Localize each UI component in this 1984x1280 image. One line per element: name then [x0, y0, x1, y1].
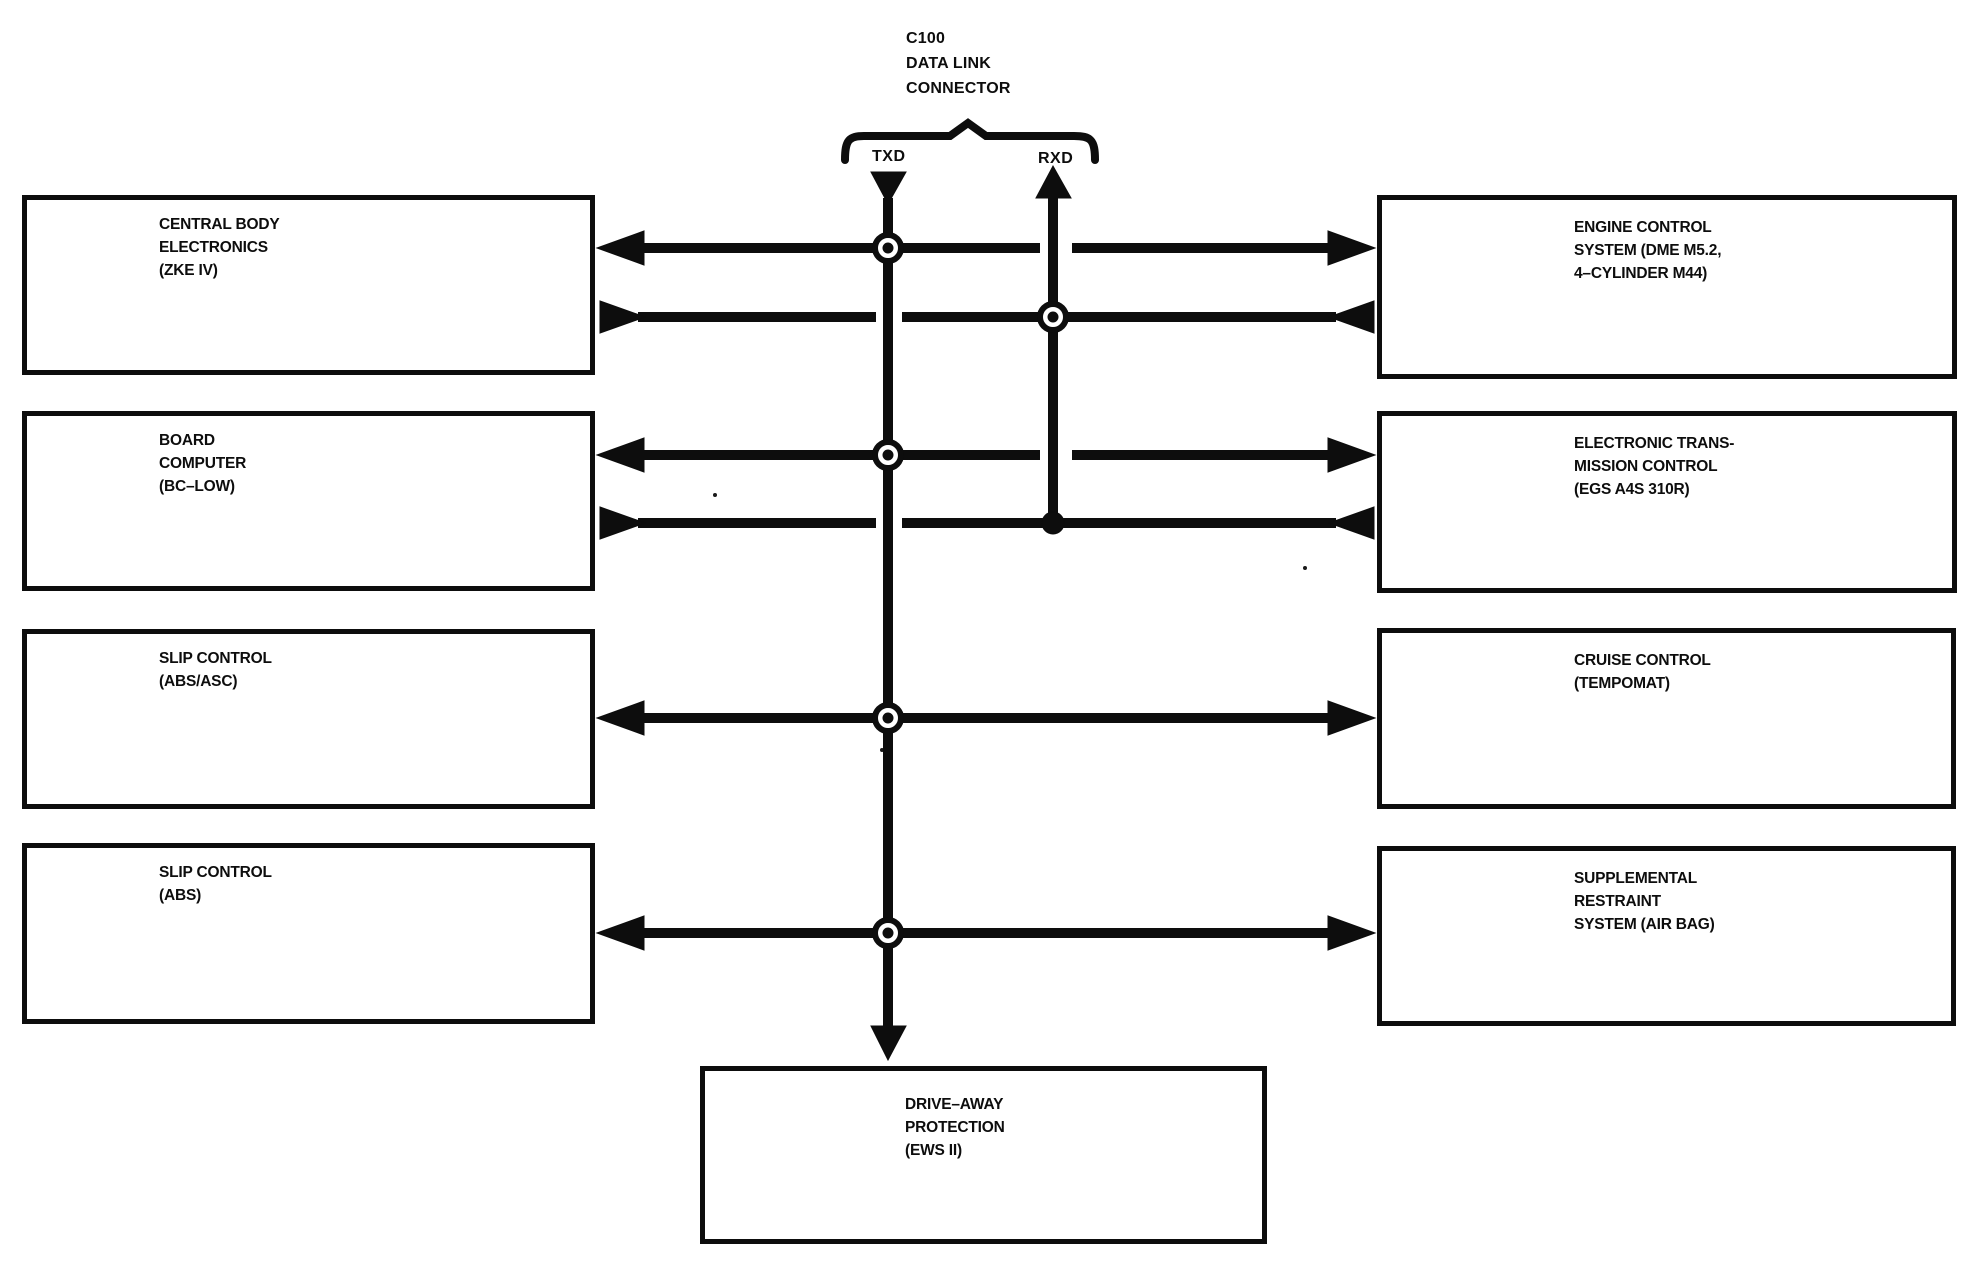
arrowhead-right [1327, 915, 1377, 951]
arrowhead-inward-left [1327, 506, 1375, 540]
arrowhead-right [1327, 437, 1377, 473]
scan-speck [880, 748, 884, 752]
rxd-terminal-dot [1041, 511, 1065, 535]
scan-speck [1303, 566, 1307, 570]
module-label: CRUISE CONTROL (TEMPOMAT) [1574, 652, 1711, 692]
connector-id: C100 [906, 30, 946, 47]
junction-ring-txd-row2a [872, 439, 904, 471]
module-label: ELECTRONIC TRANS- MISSION CONTROL (EGS A… [1574, 435, 1735, 498]
module-label: CENTRAL BODY ELECTRONICS (ZKE IV) [159, 216, 280, 279]
connector-name-line1: DATA LINK [906, 55, 992, 72]
module-box-cruise-control: CRUISE CONTROL (TEMPOMAT) [1377, 628, 1956, 809]
module-label: DRIVE–AWAY PROTECTION (EWS II) [905, 1096, 1005, 1159]
arrowhead-left [595, 437, 645, 473]
module-box-supplemental-restraint-system: SUPPLEMENTAL RESTRAINT SYSTEM (AIR BAG) [1377, 846, 1956, 1026]
module-box-engine-control-system: ENGINE CONTROL SYSTEM (DME M5.2, 4–CYLIN… [1377, 195, 1957, 379]
junction-ring-txd-row3 [872, 702, 904, 734]
module-label: ENGINE CONTROL SYSTEM (DME M5.2, 4–CYLIN… [1574, 219, 1722, 282]
txd-bottom-arrowhead-down [870, 1025, 907, 1062]
txd-top-arrowhead-down [870, 171, 907, 206]
module-box-board-computer: BOARD COMPUTER (BC–LOW) [22, 411, 595, 591]
module-box-drive-away-protection: DRIVE–AWAY PROTECTION (EWS II) [700, 1066, 1267, 1244]
arrowhead-right [1327, 700, 1377, 736]
arrowhead-right [1327, 230, 1377, 266]
arrowhead-inward-right [599, 506, 647, 540]
scan-speck [713, 493, 717, 497]
junction-ring-txd-row1a [872, 232, 904, 264]
arrowhead-left [595, 700, 645, 736]
module-box-slip-control-abs: SLIP CONTROL (ABS) [22, 843, 595, 1024]
junction-ring-txd-row4 [872, 917, 904, 949]
connector-name-line2: CONNECTOR [906, 80, 1011, 97]
arrowhead-left [595, 230, 645, 266]
arrowhead-left [595, 915, 645, 951]
rxd-label: RXD [1038, 150, 1074, 167]
arrowhead-inward-right [599, 300, 647, 334]
junction-ring-rxd-row1b [1037, 301, 1069, 333]
arrowhead-inward-left [1327, 300, 1375, 334]
module-label: SUPPLEMENTAL RESTRAINT SYSTEM (AIR BAG) [1574, 870, 1715, 933]
module-box-central-body-electronics: CENTRAL BODY ELECTRONICS (ZKE IV) [22, 195, 595, 375]
module-label: BOARD COMPUTER (BC–LOW) [159, 432, 247, 495]
txd-label: TXD [872, 148, 906, 165]
module-box-electronic-transmission-control: ELECTRONIC TRANS- MISSION CONTROL (EGS A… [1377, 411, 1957, 593]
module-box-slip-control-abs-asc: SLIP CONTROL (ABS/ASC) [22, 629, 595, 809]
data-link-connector-label: C100 DATA LINK CONNECTOR [906, 26, 1011, 101]
rxd-top-arrowhead-up [1035, 164, 1072, 199]
module-label: SLIP CONTROL (ABS/ASC) [159, 650, 272, 690]
module-label: SLIP CONTROL (ABS) [159, 864, 272, 904]
